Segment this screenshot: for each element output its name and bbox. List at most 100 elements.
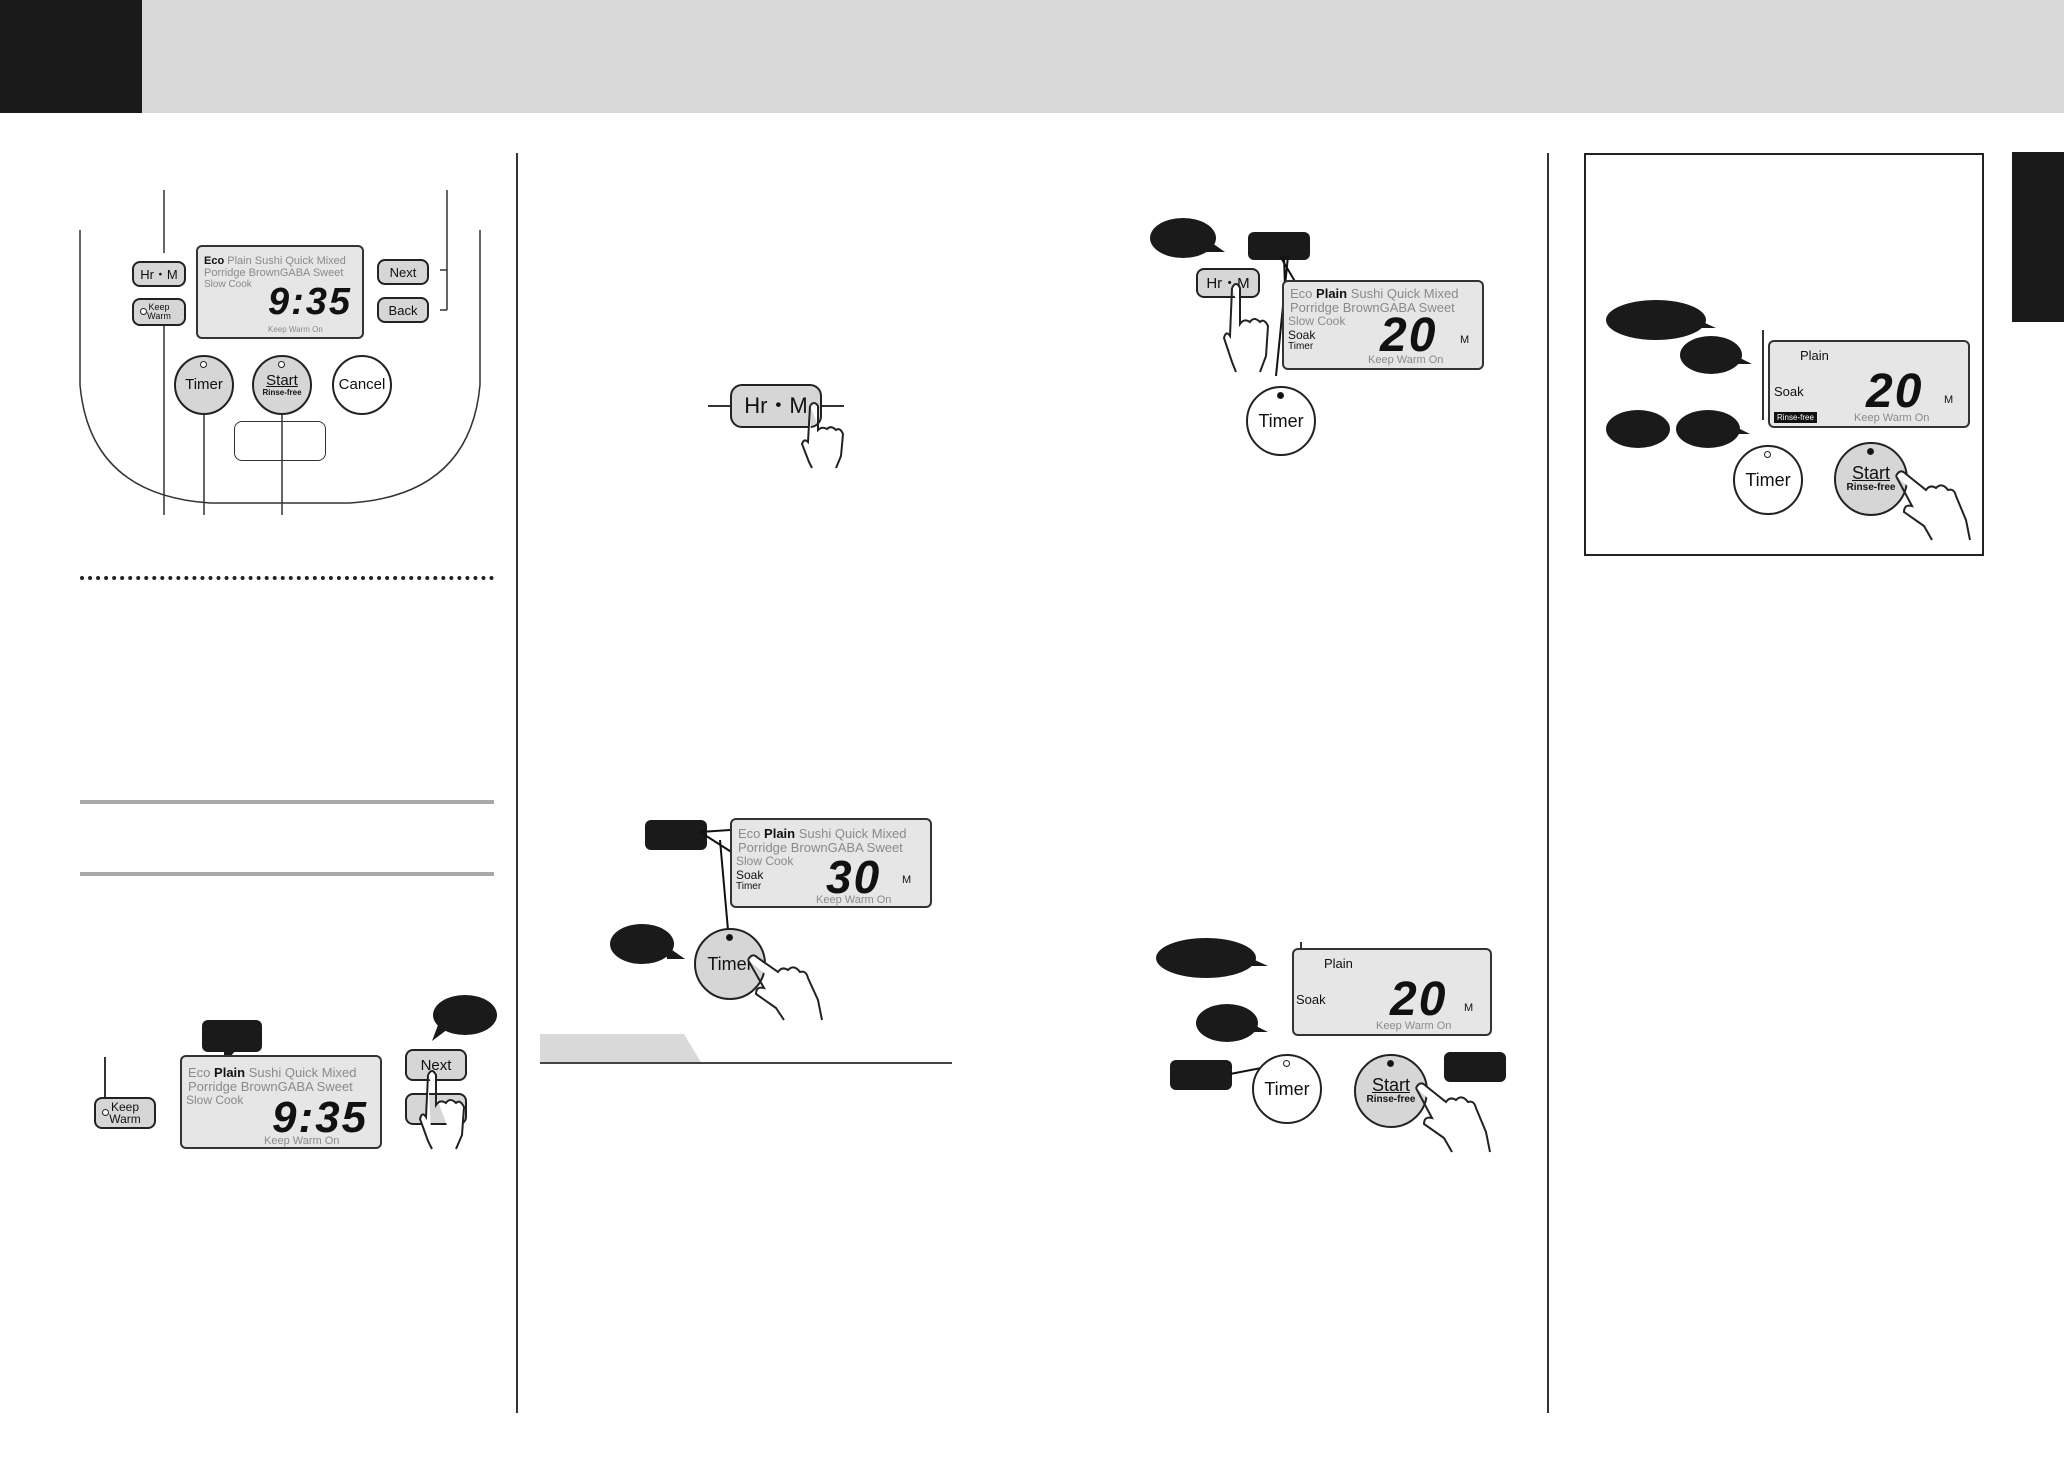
hand-press-icon-3 bbox=[747, 954, 823, 1021]
menu-sweet: Sweet bbox=[312, 267, 344, 279]
twenty-digits-2: 20 bbox=[1390, 973, 1448, 1026]
speech-bubble-hr-m-tail bbox=[1205, 238, 1225, 252]
cancel-label: Cancel bbox=[338, 376, 386, 394]
menu3-porridge: Porridge bbox=[738, 840, 788, 855]
lcd-plain-clock: Eco Plain Sushi Quick Mixed Porridge Bro… bbox=[180, 1055, 382, 1149]
hr-m-button[interactable]: Hr・M bbox=[132, 261, 186, 287]
cancel-button[interactable]: Cancel bbox=[332, 355, 392, 415]
boxed-panel bbox=[1584, 153, 1984, 556]
menu6-plain: Plain bbox=[1800, 348, 1829, 363]
lcd4-leader bbox=[1762, 330, 1764, 420]
speech-bubble-small-4-tail bbox=[1730, 424, 1750, 434]
menu3-soak: Soak bbox=[736, 868, 764, 882]
column-divider-2 bbox=[1547, 153, 1549, 1413]
hand-press-icon bbox=[418, 1070, 466, 1150]
panel-lcd: Eco Plain Sushi Quick Mixed Porridge Bro… bbox=[196, 245, 364, 339]
menu-mixed: Mixed bbox=[316, 255, 346, 267]
speech-bubble-small-2-tail bbox=[1732, 354, 1752, 364]
menu4-sweet: Sweet bbox=[1418, 300, 1455, 315]
menu5-plain: Plain bbox=[1324, 956, 1353, 971]
menu-sushi: Sushi bbox=[254, 255, 283, 267]
speech-bubble-next-tail bbox=[432, 1025, 448, 1041]
hand-press-icon-6 bbox=[1895, 470, 1971, 541]
timer-led-3 bbox=[1283, 1060, 1290, 1067]
keep-warm-label-large-1: Keep bbox=[110, 1100, 140, 1114]
keep-warm-button[interactable]: Keep Warm bbox=[132, 298, 186, 326]
rinse-free-label-3: Rinse-free bbox=[1846, 482, 1896, 494]
menu3-eco: Eco bbox=[738, 826, 761, 841]
start-label-3: Start bbox=[1851, 463, 1890, 484]
speech-bubble-wide-2-tail bbox=[1694, 318, 1716, 328]
grey-rule-1 bbox=[80, 800, 494, 804]
menu-eco: Eco bbox=[204, 255, 225, 267]
menu4-browngaba: BrownGABA bbox=[1342, 300, 1416, 315]
minute-unit-1: M bbox=[902, 874, 912, 886]
section-tab-edge bbox=[680, 1034, 702, 1064]
menu-slow-cook: Slow Cook bbox=[204, 279, 252, 290]
menu3-plain: Plain bbox=[764, 826, 796, 841]
minute-unit-3: M bbox=[1464, 1002, 1474, 1014]
timer-led-2 bbox=[1277, 392, 1284, 399]
hr-m-button-large[interactable]: Hr・M bbox=[730, 384, 822, 428]
menu2-sweet: Sweet bbox=[316, 1079, 353, 1094]
menu-porridge: Porridge bbox=[204, 267, 246, 279]
callout-tag-start bbox=[1444, 1052, 1506, 1082]
speech-bubble-small-2 bbox=[1680, 336, 1742, 374]
speech-bubble-wide-1-tail bbox=[1246, 956, 1268, 966]
start-label-2: Start bbox=[1371, 1075, 1410, 1096]
section-tab-rule bbox=[540, 1062, 952, 1064]
lcd-soak-twenty-2: Plain Soak 20 M Keep Warm On bbox=[1292, 948, 1492, 1036]
next-button[interactable]: Next bbox=[377, 259, 429, 285]
keep-warm-on-text-3: Keep Warm On bbox=[816, 894, 892, 906]
keep-warm-label-large-2: Warm bbox=[109, 1112, 141, 1126]
menu4-quick: Quick bbox=[1386, 286, 1421, 301]
menu2-quick: Quick bbox=[284, 1065, 319, 1080]
speech-bubble-small-4 bbox=[1676, 410, 1740, 448]
rinse-free-label-2: Rinse-free bbox=[1366, 1094, 1416, 1106]
timer-label-large: Timer bbox=[707, 953, 753, 974]
callout-tag-timer bbox=[1170, 1060, 1232, 1090]
callout-tag-soak-2 bbox=[1248, 232, 1310, 260]
menu3-sushi: Sushi bbox=[798, 826, 832, 841]
panel-window bbox=[234, 421, 326, 461]
keep-warm-on-text-2: Keep Warm On bbox=[264, 1135, 340, 1147]
keep-warm-led bbox=[140, 308, 147, 315]
back-button[interactable]: Back bbox=[377, 297, 429, 323]
menu-plain: Plain bbox=[227, 255, 252, 267]
menu3-slow-cook: Slow Cook bbox=[736, 854, 794, 868]
speech-bubble-small-1-tail bbox=[1248, 1022, 1268, 1032]
menu4-porridge: Porridge bbox=[1290, 300, 1340, 315]
timer-led bbox=[200, 361, 207, 368]
control-panel-outline bbox=[79, 190, 481, 515]
start-label: Start bbox=[266, 371, 298, 389]
rinse-free-badge: Rinse-free bbox=[1774, 412, 1817, 423]
timer-label-3: Timer bbox=[1264, 1078, 1310, 1099]
keep-warm-on-text-6: Keep Warm On bbox=[1854, 412, 1930, 424]
timer-label-2: Timer bbox=[1258, 410, 1304, 431]
hand-press-icon-4 bbox=[1222, 283, 1270, 373]
hand-press-icon-5 bbox=[1415, 1082, 1491, 1153]
dotted-rule bbox=[80, 576, 494, 580]
menu5-soak: Soak bbox=[1296, 992, 1326, 1007]
speech-bubble-small-1 bbox=[1196, 1004, 1258, 1042]
clock-digits: 9:35 bbox=[268, 281, 353, 323]
column-divider-1 bbox=[516, 153, 518, 1413]
callout-tag-plain bbox=[202, 1020, 262, 1052]
section-tab bbox=[540, 1034, 682, 1064]
hand-press-icon-2 bbox=[800, 402, 845, 469]
lcd-soak-twenty-3: Plain Soak Rinse-free 20 M Keep Warm On bbox=[1768, 340, 1970, 428]
menu6-soak: Soak bbox=[1774, 384, 1804, 399]
start-button[interactable]: Start Rinse-free bbox=[252, 355, 312, 415]
start-led bbox=[278, 361, 285, 368]
keep-warm-on-text-4: Keep Warm On bbox=[1368, 354, 1444, 366]
keep-warm-illustration: Keep Warm bbox=[90, 1055, 162, 1129]
menu3-quick: Quick bbox=[834, 826, 869, 841]
timer-button-3[interactable]: Timer bbox=[1252, 1054, 1322, 1124]
timer-led-large bbox=[726, 934, 733, 941]
menu2-sushi: Sushi bbox=[248, 1065, 282, 1080]
menu2-slow-cook: Slow Cook bbox=[186, 1093, 244, 1107]
keep-warm-on-text: Keep Warm On bbox=[268, 325, 323, 334]
minute-unit-4: M bbox=[1944, 394, 1954, 406]
twenty-digits-3: 20 bbox=[1866, 365, 1924, 418]
menu2-mixed: Mixed bbox=[321, 1065, 357, 1080]
